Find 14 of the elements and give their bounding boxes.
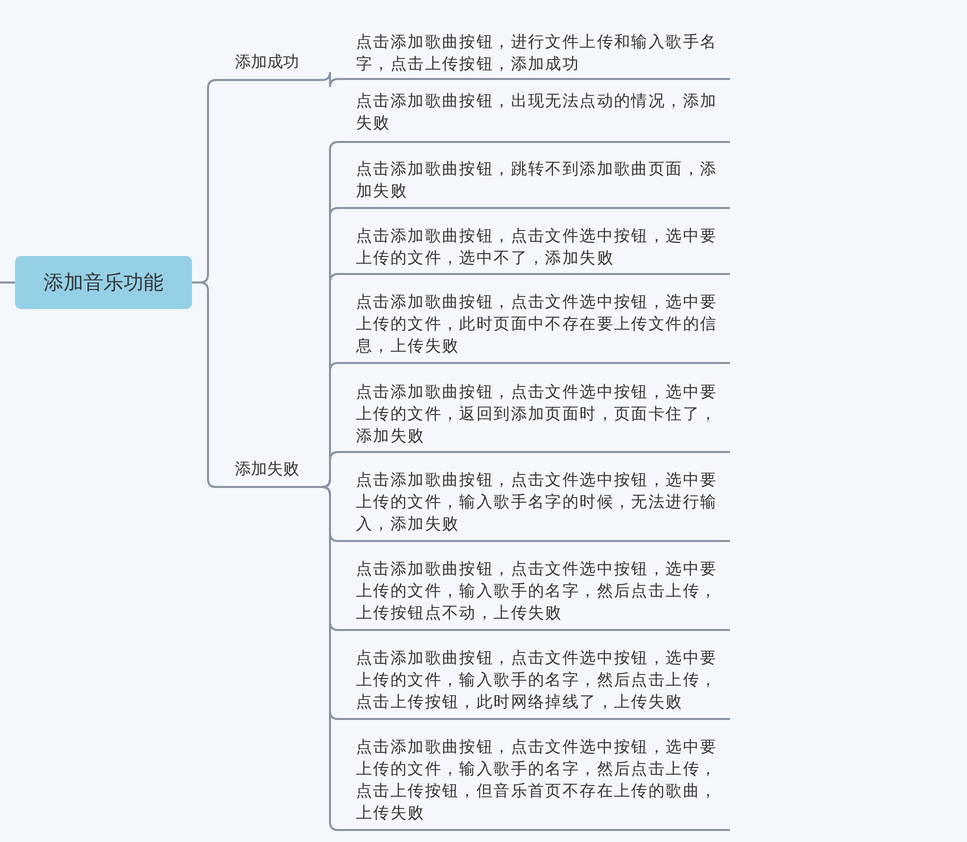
leaf-topic: 点击添加歌曲按钮，点击文件选中按钮，选中要上传的文件，输入歌手名字的时候，无法进行输入，添加失败 [345,465,730,542]
leaf-topic: 点击添加歌曲按钮，进行文件上传和输入歌手名字，点击上传按钮，添加成功 [345,27,730,80]
leaf-topic: 点击添加歌曲按钮，出现无法点动的情况，添加失败 [345,86,730,143]
leaf-topic: 点击添加歌曲按钮，点击文件选中按钮，选中要上传的文件，输入歌手的名字，然后点击上传，上传按钮点不动，上传失败 [345,554,730,631]
connector-line [0,282,15,284]
branch-topic: 添加成功 [222,45,320,81]
leaf-topic: 点击添加歌曲按钮，点击文件选中按钮，选中要上传的文件，输入歌手的名字，然后点击上传，点击上传按钮，此时网络掉线了，上传失败 [345,643,730,720]
leaf-topic: 点击添加歌曲按钮，跳转不到添加歌曲页面，添加失败 [345,154,730,209]
leaf-topic: 点击添加歌曲按钮，点击文件选中按钮，选中要上传的文件，输入歌手的名字，然后点击上传，点击上传按钮，但音乐首页不存在上传的歌曲，上传失败 [345,732,730,831]
branch-topic: 添加失败 [222,451,310,488]
root-topic-box: 添加音乐功能 [15,256,192,309]
leaf-topic: 点击添加歌曲按钮，点击文件选中按钮，选中要上传的文件，返回到添加页面时，页面卡住了，添加失败 [345,377,730,453]
leaf-topic: 点击添加歌曲按钮，点击文件选中按钮，选中要上传的文件，选中不了，添加失败 [345,221,730,275]
leaf-topic: 点击添加歌曲按钮，点击文件选中按钮，选中要上传的文件，此时页面中不存在要上传文件的信息，上传失败 [345,287,730,364]
